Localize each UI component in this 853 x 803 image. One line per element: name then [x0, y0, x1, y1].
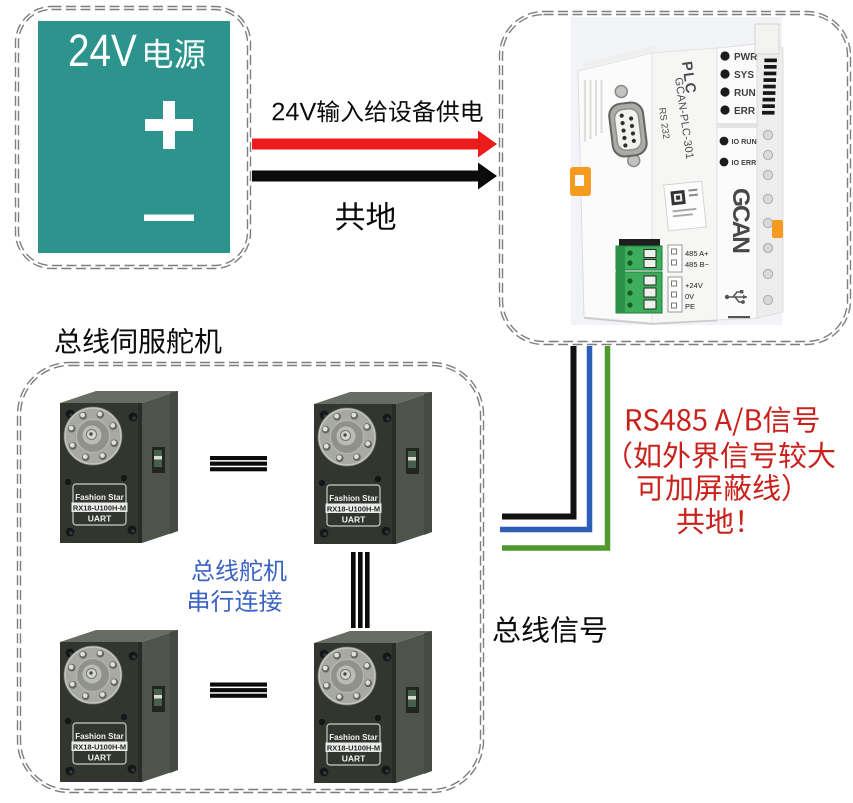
- svg-text:RUN: RUN: [734, 88, 756, 99]
- svg-text:0V: 0V: [685, 292, 694, 301]
- svg-text:485 B−: 485 B−: [685, 260, 710, 269]
- svg-text:GCAN: GCAN: [727, 188, 754, 253]
- svg-text:PLC: PLC: [678, 60, 699, 95]
- svg-text:PE: PE: [685, 302, 695, 311]
- svg-text:ERR: ERR: [734, 106, 756, 117]
- svg-text:+24V: +24V: [685, 281, 703, 290]
- svg-text:SYS: SYS: [734, 70, 754, 81]
- svg-text:IO RUN: IO RUN: [732, 137, 757, 146]
- svg-text:RS 232: RS 232: [656, 107, 671, 140]
- svg-text:PWR: PWR: [734, 52, 758, 63]
- svg-text:485 A+: 485 A+: [685, 249, 709, 258]
- svg-text:IO ERR: IO ERR: [732, 158, 758, 167]
